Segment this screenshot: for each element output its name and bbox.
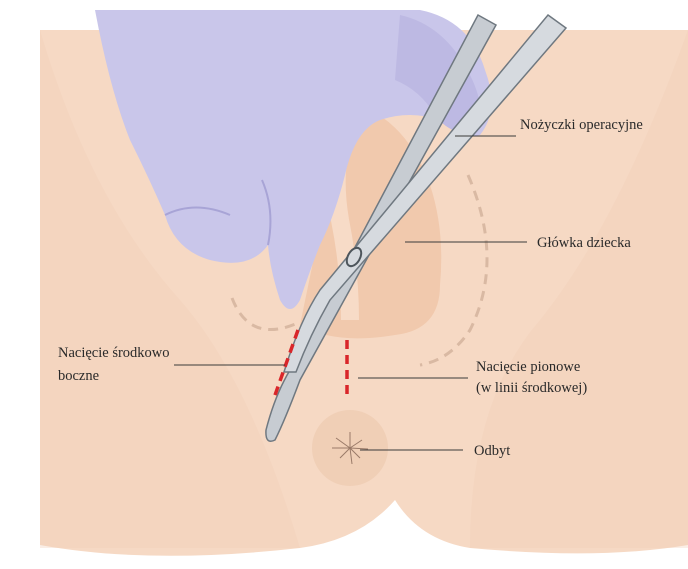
label-mediolateral-line1: Nacięcie środkowo: [58, 345, 170, 361]
label-mediolateral-line2: boczne: [58, 368, 99, 384]
label-midline-line2: (w linii środkowej): [476, 380, 587, 396]
label-scissors: Nożyczki operacyjne: [520, 117, 643, 133]
label-anus: Odbyt: [474, 443, 510, 459]
label-midline-line1: Nacięcie pionowe: [476, 359, 580, 375]
label-baby-head: Główka dziecka: [537, 235, 631, 251]
